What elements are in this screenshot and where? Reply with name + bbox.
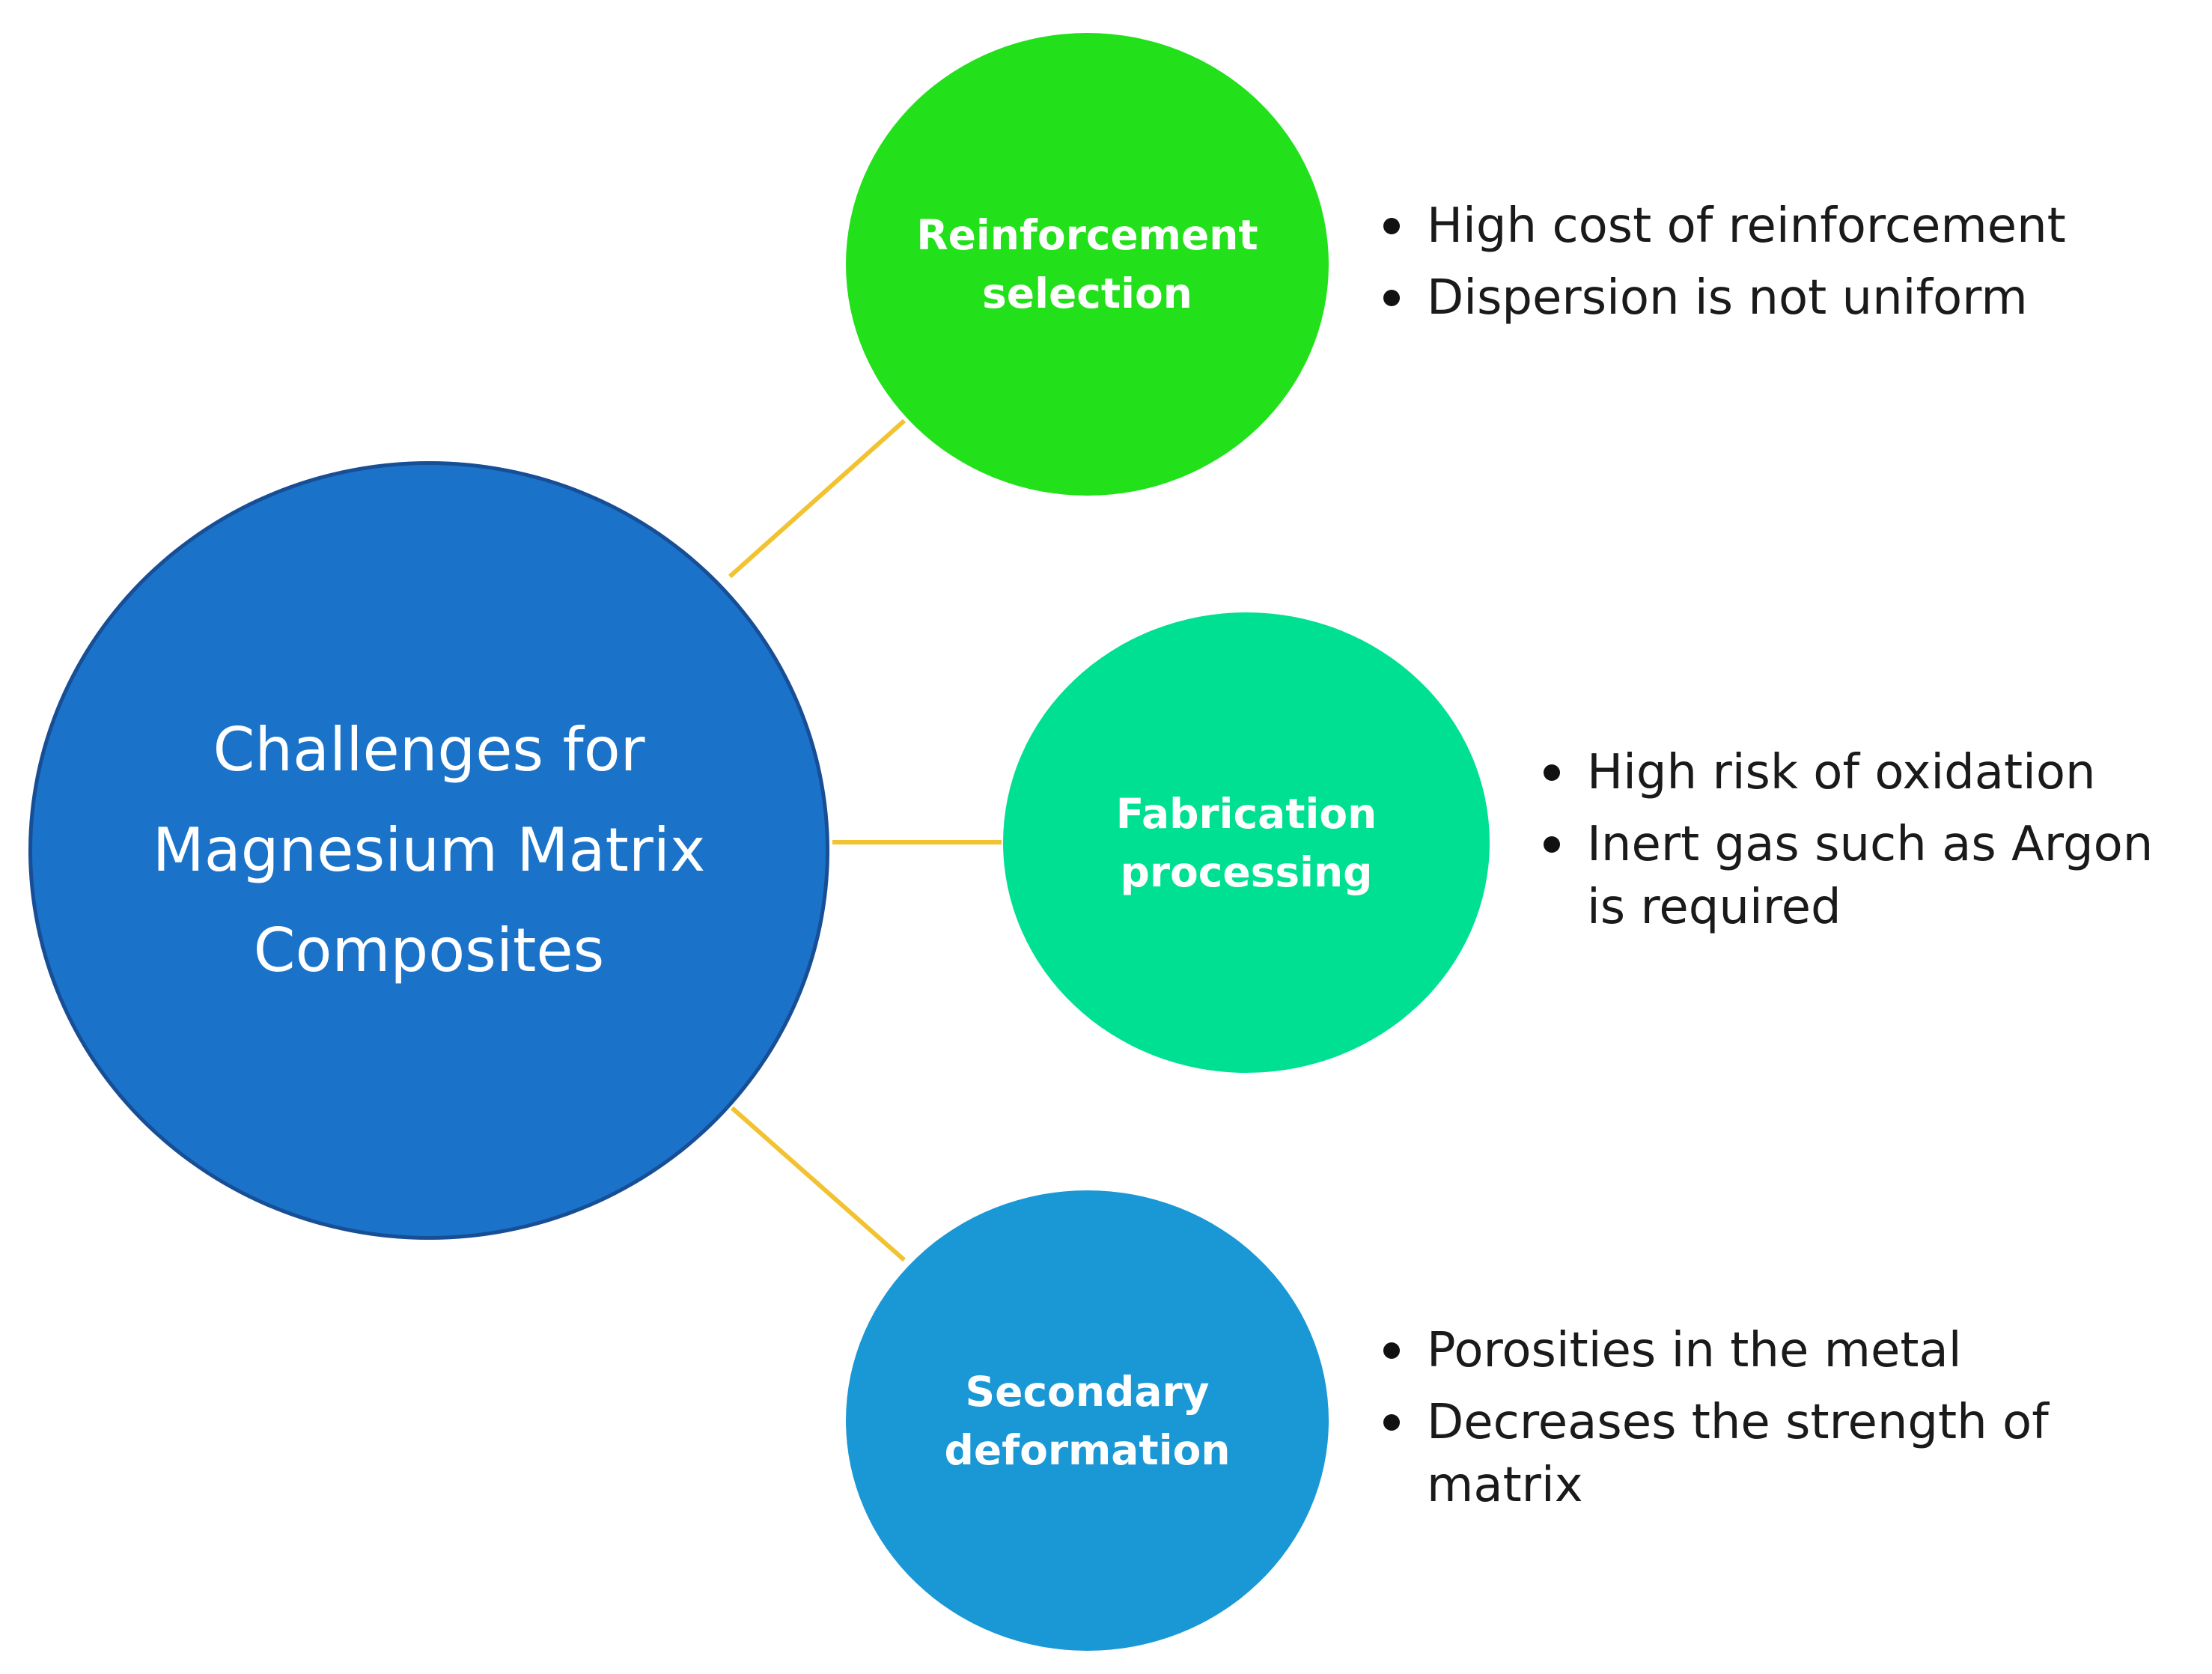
center-node: Challenges for Magnesium Matrix Composit… <box>28 461 829 1240</box>
bullet-item: High risk of oxidation <box>1544 741 2202 804</box>
bullet-item: Porosities in the metal <box>1383 1319 2169 1382</box>
center-label: Challenges for Magnesium Matrix Composit… <box>152 715 706 985</box>
branch-node-reinforcement: Reinforcement selection <box>846 33 1329 496</box>
bullet-item: High cost of reinforcement <box>1383 195 2169 258</box>
connector-secondary <box>731 1106 906 1262</box>
bullet-list-reinforcement: High cost of reinforcement Dispersion is… <box>1383 195 2169 338</box>
branch-node-secondary: Secondary deformation <box>846 1190 1329 1651</box>
branch-label-secondary: Secondary deformation <box>944 1367 1231 1474</box>
branch-label-fabrication: Fabrication processing <box>1115 789 1377 896</box>
branch-label-reinforcement: Reinforcement selection <box>916 211 1258 317</box>
bullet-list-fabrication: High risk of oxidation Inert gas such as… <box>1544 741 2202 948</box>
branch-node-fabrication: Fabrication processing <box>1003 612 1490 1073</box>
bullet-list-secondary: Porosities in the metal Decreases the st… <box>1383 1319 2169 1526</box>
bullet-item: Inert gas such as Argon is required <box>1544 813 2202 939</box>
bullet-item: Dispersion is not uniform <box>1383 267 2169 329</box>
bullet-item: Decreases the strength of matrix <box>1383 1391 2169 1517</box>
connector-reinforcement <box>728 418 906 579</box>
